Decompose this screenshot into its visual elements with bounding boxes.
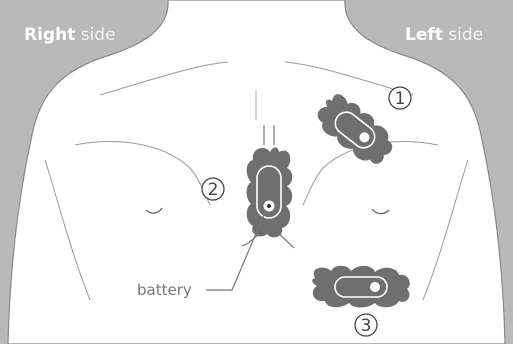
marker-3: 3: [355, 314, 377, 336]
patch-3: [312, 266, 410, 308]
battery-label: battery: [137, 281, 192, 299]
marker-2: 2: [202, 178, 224, 200]
patch-2: [247, 148, 293, 238]
marker-1: 1: [389, 87, 411, 109]
patch-3-button: [370, 282, 380, 292]
marker-1-number: 1: [395, 89, 406, 109]
marker-3-number: 3: [361, 316, 372, 336]
right-side-label: Right side: [24, 25, 116, 45]
marker-2-number: 2: [208, 180, 219, 200]
left-side-label: Left side: [405, 25, 483, 45]
